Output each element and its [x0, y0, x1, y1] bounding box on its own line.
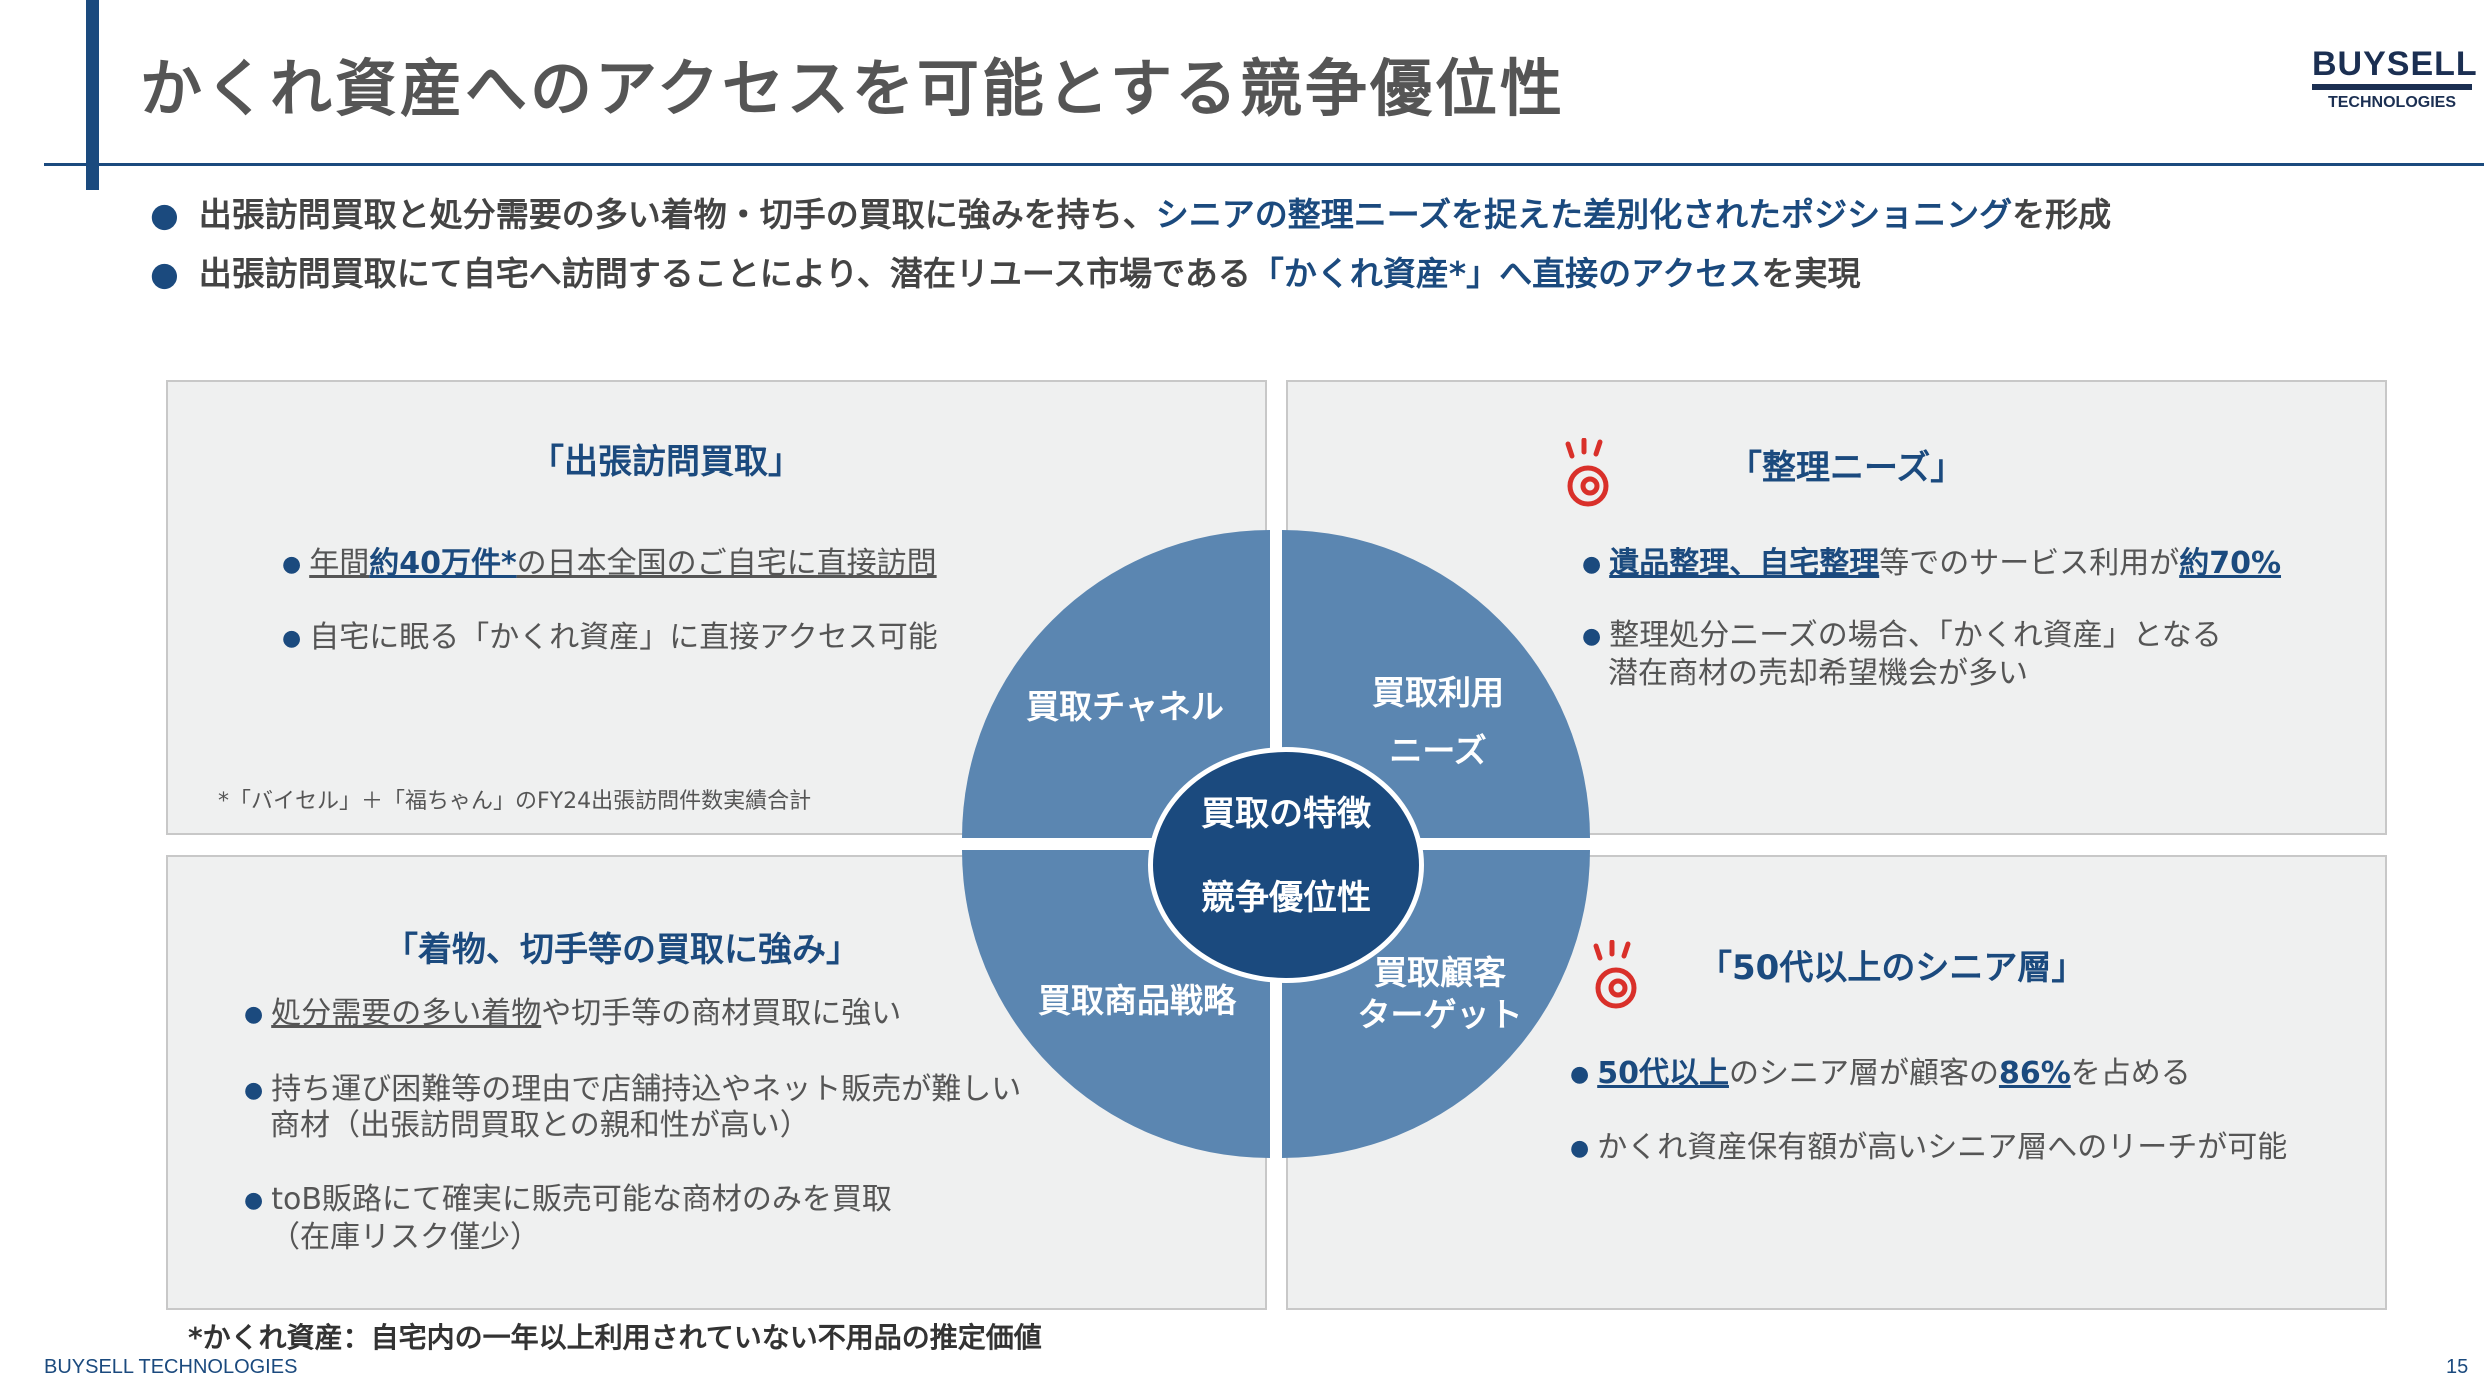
lead-highlight: シニアの整理ニーズを捉えた差別化されたポジショニング [1155, 195, 2013, 234]
lead-text: を実現 [1761, 254, 1861, 293]
bullet-emphasis: 遺品整理、自宅整理 [1609, 546, 1880, 581]
lead-bullet-1: ● 出張訪問買取と処分需要の多い着物・切手の買取に強みを持ち、シニアの整理ニーズを… [150, 188, 2111, 236]
bullet-emphasis: 50代以上 [1597, 1056, 1729, 1091]
quadrant-top-right [1282, 530, 1590, 838]
quadrant-label-products: 買取商品戦略 [1038, 981, 1236, 1020]
bullet-text: かくれ資産保有額が高いシニア層へのリーチが可能 [1597, 1130, 2288, 1165]
footer-company: BUYSELL TECHNOLOGIES [44, 1356, 298, 1378]
bullet-emphasis: 86% [1998, 1056, 2071, 1091]
bullet-text: を占める [2070, 1056, 2191, 1091]
bullet-text: 持ち運び困難等の理由で店舗持込やネット販売が難しい [271, 1072, 1022, 1107]
panel-bullet-cont: 商材（出張訪問買取との親和性が高い） [270, 1108, 810, 1143]
panel-bullet: ● 遺品整理、自宅整理等でのサービス利用が約70% [1582, 544, 2281, 585]
quadrant-label-channel: 買取チャネル [1026, 687, 1224, 726]
bullet-text: 等でのサービス利用が [1879, 546, 2180, 581]
quadrant-circle [962, 530, 1590, 1158]
panel-title: 「出張訪問買取」 [530, 442, 802, 482]
idea-spark-icon [1593, 940, 1637, 1009]
center-label-1: 買取の特徴 [1201, 794, 1371, 834]
panel-title: 「整理ニーズ」 [1728, 448, 1965, 488]
lead-bullet-2: ● 出張訪問買取にて自宅へ訪問することにより、潜在リユース市場である「かくれ資産*… [150, 247, 1860, 295]
bullet-text: 整理処分ニーズの場合、「かくれ資産」となる [1609, 618, 2222, 653]
bullet-emphasis: 約70% [2179, 546, 2282, 581]
bullet-text: 年間 [309, 546, 370, 581]
bullet-text: の日本全国のご自宅に直接訪問 [516, 546, 937, 581]
logo-text-main: BUYSELL [2312, 45, 2478, 83]
bullet-text: toB販路にて確実に販売可能な商材のみを買取 [271, 1182, 892, 1217]
lead-highlight: 「かくれ資産*」へ直接のアクセス [1250, 254, 1762, 293]
bullet-dot: ● [1582, 551, 1602, 577]
bullet-dot: ● [1582, 623, 1602, 649]
quadrant-label-needs-1: 買取利用 [1372, 673, 1504, 712]
lead-text: 出張訪問買取と処分需要の多い着物・切手の買取に強みを持ち、 [198, 195, 1156, 234]
bullet-dot: ● [150, 254, 179, 293]
quadrant-label-target-2: ターゲット [1357, 995, 1523, 1034]
panel-bullet-cont: 潜在商材の売却希望機会が多い [1608, 656, 2028, 691]
panel-bullet-cont: （在庫リスク僅少） [270, 1220, 540, 1255]
panel-bullet: ● toB販路にて確実に販売可能な商材のみを買取 [244, 1180, 892, 1221]
bullet-emphasis: 約40万件* [369, 546, 517, 581]
bullet-dot: ● [244, 1077, 264, 1103]
panel-title: 「着物、切手等の買取に強み」 [384, 930, 860, 970]
panel-bullet: ● 年間約40万件*の日本全国のご自宅に直接訪問 [282, 544, 937, 585]
bullet-dot: ● [244, 1001, 264, 1027]
panel-note: *「バイセル」＋「福ちゃん」のFY24出張訪問件数実績合計 [218, 789, 812, 814]
panel-bullet: ● 自宅に眠る「かくれ資産」に直接アクセス可能 [282, 618, 938, 659]
logo-text-sub: TECHNOLOGIES [2327, 94, 2456, 111]
bullet-text: のシニア層が顧客の [1728, 1056, 1999, 1091]
page-number: 15 [2446, 1356, 2469, 1378]
panel-bullet: ● 整理処分ニーズの場合、「かくれ資産」となる [1582, 616, 2222, 657]
bullet-text: 処分需要の多い着物 [271, 996, 542, 1031]
center-label-2: 競争優位性 [1201, 878, 1371, 918]
panel-bullet: ● かくれ資産保有額が高いシニア層へのリーチが可能 [1570, 1128, 2287, 1169]
page-title: かくれ資産へのアクセスを可能とする競争優位性 [140, 52, 1566, 125]
logo-bar [2312, 84, 2472, 90]
company-logo: BUYSELL TECHNOLOGIES [2312, 45, 2478, 112]
bullet-dot: ● [282, 551, 302, 577]
lead-text: を形成 [2012, 195, 2112, 234]
panel-title: 「50代以上のシニア層」 [1698, 948, 2086, 988]
lead-text: 出張訪問買取にて自宅へ訪問することにより、潜在リユース市場である [198, 254, 1251, 293]
panel-bullet: ● 処分需要の多い着物や切手等の商材買取に強い [244, 994, 901, 1035]
panel-bullet: ● 持ち運び困難等の理由で店舗持込やネット販売が難しい [244, 1070, 1021, 1111]
bullet-dot: ● [1570, 1061, 1590, 1087]
bullet-text: や切手等の商材買取に強い [541, 996, 902, 1031]
bullet-dot: ● [1570, 1135, 1590, 1161]
bullet-dot: ● [282, 625, 302, 651]
bullet-text: 自宅に眠る「かくれ資産」に直接アクセス可能 [309, 620, 938, 655]
footnote: *かくれ資産：自宅内の一年以上利用されていない不用品の推定価値 [188, 1321, 1042, 1354]
quadrant-top-left [962, 530, 1270, 838]
title-accent-bar [86, 0, 99, 190]
quadrant-label-target-1: 買取顧客 [1374, 953, 1506, 992]
quadrant-label-needs-2: ニーズ [1389, 731, 1487, 770]
bullet-dot: ● [150, 195, 179, 234]
bullet-dot: ● [244, 1187, 264, 1213]
header-divider [44, 163, 2484, 166]
center-circle [1148, 747, 1424, 983]
panel-bullet: ● 50代以上のシニア層が顧客の86%を占める [1570, 1054, 2191, 1095]
idea-spark-icon [1565, 438, 1609, 507]
